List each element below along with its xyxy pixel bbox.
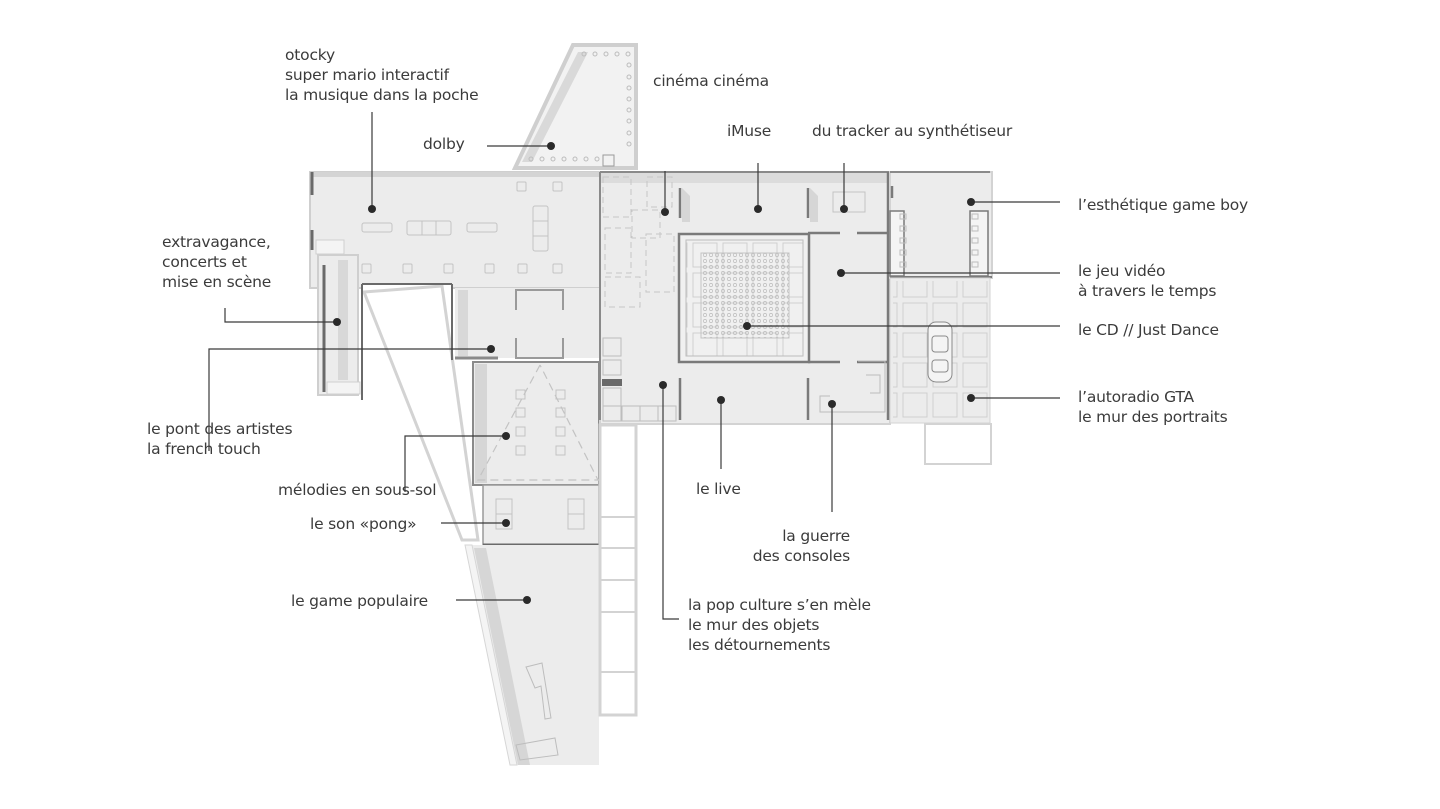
- label-gameboy: l’esthétique game boy: [1078, 196, 1248, 214]
- service-rooms: [598, 423, 638, 717]
- room-pong: [482, 484, 600, 547]
- dot-gamepop: [523, 596, 531, 604]
- location-dots: [333, 142, 975, 604]
- car-icon: [927, 321, 953, 383]
- dot-tracker: [840, 205, 848, 213]
- dot-imuse: [754, 205, 762, 213]
- dot-cinema: [661, 208, 669, 216]
- dot-jeuvideo: [837, 269, 845, 277]
- dot-otocky: [368, 205, 376, 213]
- room-right: [889, 171, 993, 465]
- dot-melodies: [502, 432, 510, 440]
- label-popculture: la pop culture s’en mèle le mur des obje…: [688, 596, 871, 654]
- dot-cd: [743, 322, 751, 330]
- room-game-populaire: [464, 544, 599, 766]
- label-otocky: otocky super mario interactif la musique…: [285, 46, 479, 104]
- label-tracker: du tracker au synthétiseur: [812, 122, 1013, 140]
- label-melodies: mélodies en sous-sol: [278, 481, 437, 499]
- room-center-left: [455, 288, 600, 360]
- label-dolby: dolby: [423, 135, 465, 153]
- label-cd: le CD // Just Dance: [1078, 321, 1219, 339]
- leader-lines: [208, 112, 1060, 620]
- label-guerre: la guerre des consoles: [752, 527, 850, 565]
- label-pont: le pont des artistes la french touch: [147, 420, 293, 458]
- room-melodies: [472, 361, 600, 486]
- room-left-hall: [309, 171, 601, 396]
- dot-guerre: [828, 400, 836, 408]
- dot-live: [717, 396, 725, 404]
- label-pong: le son «pong»: [310, 515, 417, 533]
- label-jeuvideo: le jeu vidéo à travers le temps: [1078, 262, 1217, 300]
- dot-dolby: [547, 142, 555, 150]
- label-cinema: cinéma cinéma: [653, 72, 769, 90]
- label-extravagance: extravagance, concerts et mise en scène: [162, 233, 272, 291]
- dot-pont: [487, 345, 495, 353]
- label-gamepop: le game populaire: [291, 592, 428, 610]
- dot-gameboy: [967, 198, 975, 206]
- dot-popculture: [659, 381, 667, 389]
- label-autoradio: l’autoradio GTA le mur des portraits: [1078, 388, 1228, 426]
- room-dolby: [511, 43, 638, 170]
- label-live: le live: [696, 480, 741, 498]
- dot-autoradio: [967, 394, 975, 402]
- dot-extravagance: [333, 318, 341, 326]
- label-imuse: iMuse: [727, 122, 772, 140]
- room-central: [599, 171, 891, 425]
- dot-pong: [502, 519, 510, 527]
